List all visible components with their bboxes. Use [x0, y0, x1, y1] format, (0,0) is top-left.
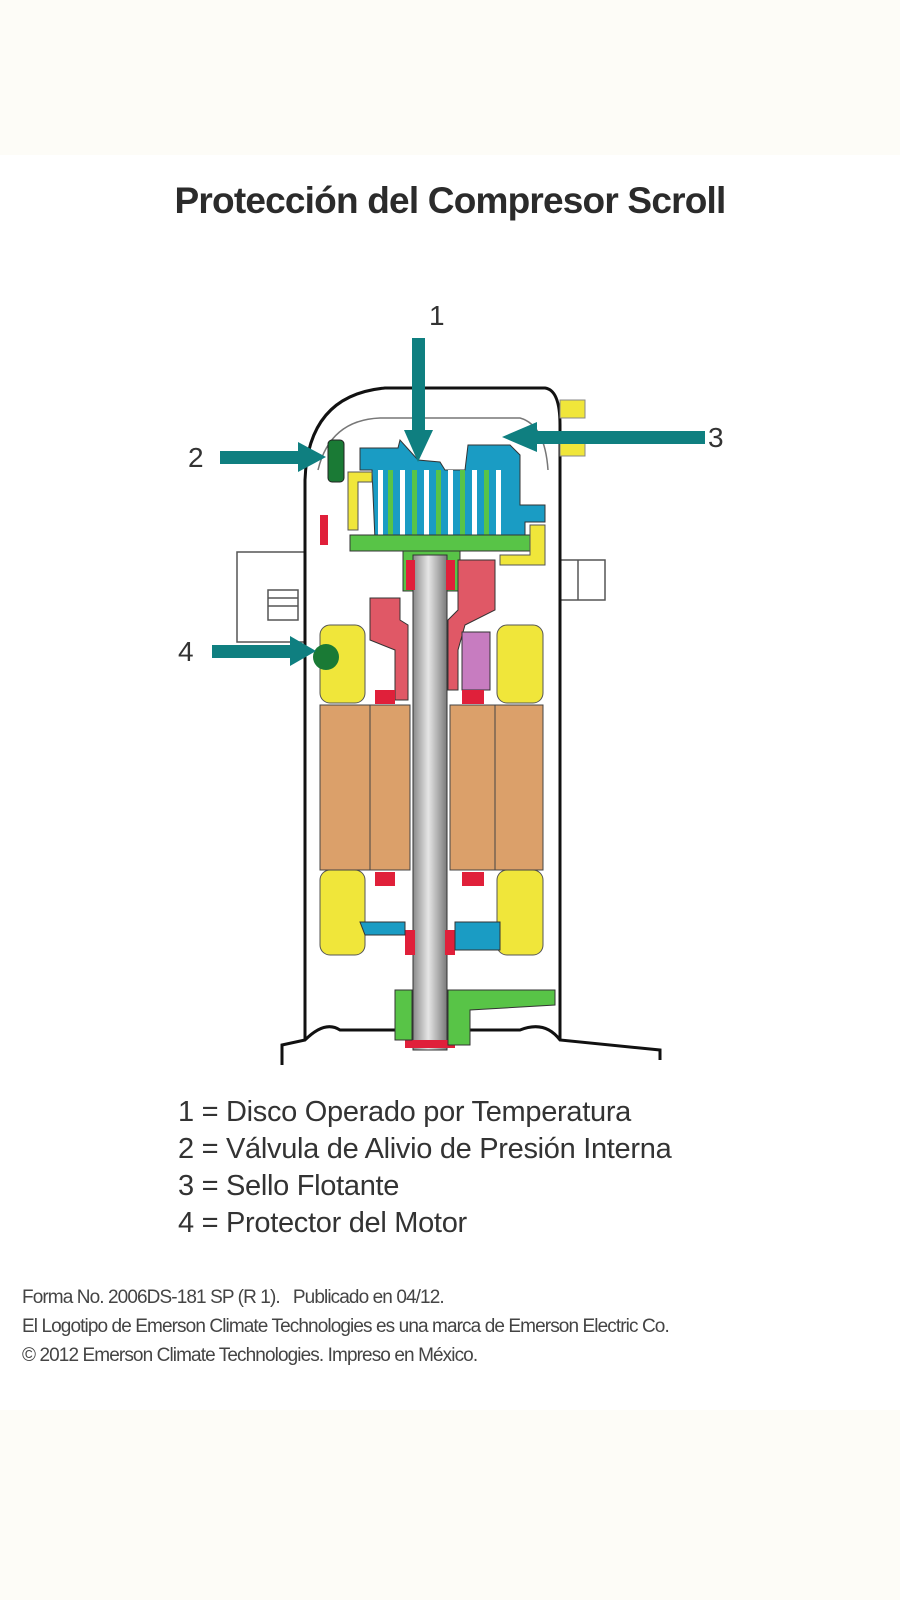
arrow-2 — [220, 442, 326, 472]
pressure-relief-valve — [327, 439, 345, 483]
orbiting-scroll-plate — [349, 534, 541, 552]
crankshaft — [412, 554, 448, 1051]
footer: Forma No. 2006DS-181 SP (R 1). Publicado… — [22, 1283, 670, 1370]
arrow-4 — [212, 636, 316, 666]
arrow-3 — [502, 422, 705, 452]
main-bearing-frame — [369, 559, 496, 701]
legend-item: 3 = Sello Flotante — [178, 1170, 400, 1202]
legend-item: 4 = Protector del Motor — [178, 1207, 467, 1239]
motor-stator — [319, 704, 544, 871]
callout-1: 1 — [429, 300, 445, 331]
legend-item: 1 = Disco Operado por Temperatura — [178, 1096, 632, 1128]
yellow-seal-left — [347, 471, 373, 531]
lower-bearing — [394, 989, 556, 1046]
lower-bearing-housing — [359, 921, 501, 951]
callout-2: 2 — [188, 442, 204, 473]
motor-protector — [313, 644, 339, 670]
yellow-seal-right — [499, 524, 546, 566]
legend: 1 = Disco Operado por Temperatura 2 = Vá… — [178, 1094, 672, 1242]
trademark-notice: El Logotipo de Emerson Climate Technolog… — [22, 1316, 670, 1337]
callout-4: 4 — [178, 636, 194, 667]
terminal-box — [236, 551, 306, 643]
callout-arrows — [212, 338, 705, 666]
callout-3: 3 — [708, 422, 724, 453]
motor-windings — [319, 624, 544, 956]
suction-fitting — [559, 559, 606, 601]
copyright: © 2012 Emerson Climate Technologies. Imp… — [22, 1345, 478, 1366]
page-title: Protección del Compresor Scroll — [174, 180, 727, 221]
compressor-diagram: 1 2 3 4 — [178, 300, 724, 1065]
arrow-1 — [404, 338, 433, 462]
discharge-fitting-top — [559, 399, 586, 419]
form-number: Forma No. 2006DS-181 SP (R 1). Publicado… — [22, 1287, 445, 1308]
bearings — [320, 515, 484, 1048]
legend-item: 2 = Válvula de Alivio de Presión Interna — [178, 1133, 672, 1165]
scroll-fins — [378, 470, 501, 535]
purple-counterweight — [461, 631, 491, 691]
